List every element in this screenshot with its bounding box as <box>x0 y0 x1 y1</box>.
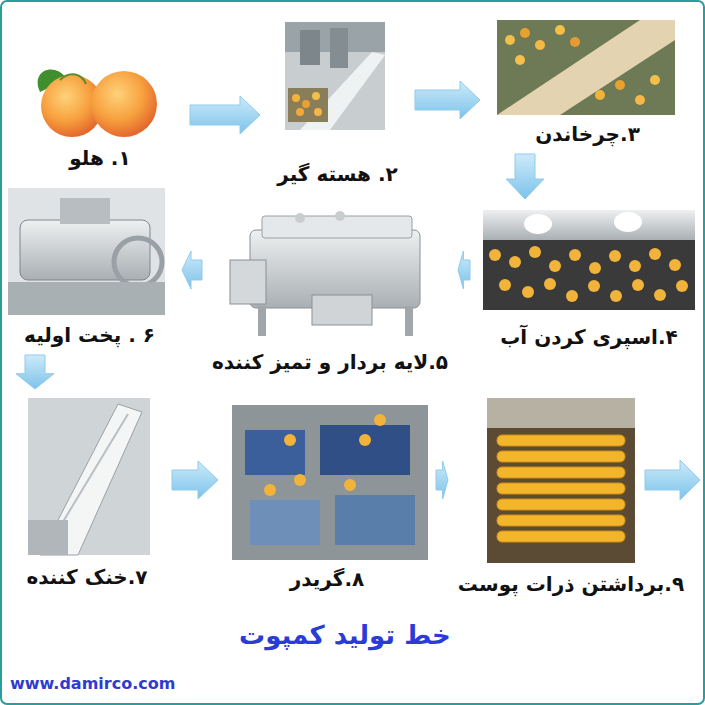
step-caption: ۶ . پخت اولیه <box>3 321 176 349</box>
grader-photo <box>232 405 428 560</box>
peel-removal-photo <box>487 398 635 563</box>
step-caption: ۲. هسته گیر <box>266 160 409 188</box>
pitting-photo <box>285 22 385 130</box>
flow-arrow <box>458 251 470 289</box>
flow-arrow <box>415 81 480 119</box>
tail-arrow <box>645 460 700 500</box>
cooler-photo <box>28 398 150 555</box>
rotating-photo <box>497 20 675 115</box>
flow-arrow <box>436 461 448 499</box>
process-step: ۵.لایه بردار و تمیز کننده <box>208 200 452 376</box>
process-step: ۳.چرخاندن <box>486 18 689 148</box>
diagram-title: خط تولید کمپوت <box>239 620 451 650</box>
process-step: ۱. هلو <box>16 60 184 172</box>
step-caption: ۳.چرخاندن <box>486 120 689 148</box>
step-caption: ۹.برداشتن ذرات پوست <box>454 570 688 598</box>
step-caption: ۵.لایه بردار و تمیز کننده <box>208 348 452 376</box>
peach-picture <box>38 70 157 137</box>
flow-arrow <box>172 461 218 499</box>
step-caption: ۷.خنک کننده <box>8 563 166 591</box>
blanching-photo <box>8 188 165 315</box>
flow-arrow <box>190 96 260 134</box>
process-step: ۷.خنک کننده <box>8 395 166 591</box>
flow-arrow <box>182 251 202 289</box>
process-step: ۲. هسته گیر <box>266 20 409 188</box>
step-caption: ۱. هلو <box>16 144 184 172</box>
step-caption: ۸.گریدر <box>224 565 430 593</box>
flow-arrow <box>16 355 54 389</box>
flow-arrow <box>506 154 544 199</box>
process-step: ۴.اسپری کردن آب <box>476 205 702 351</box>
website-label: www.damirco.com <box>10 674 175 693</box>
step-caption: ۴.اسپری کردن آب <box>476 323 702 351</box>
peeler-machine <box>230 211 420 336</box>
process-step: ۹.برداشتن ذرات پوست <box>454 395 688 598</box>
process-step: ۶ . پخت اولیه <box>3 185 176 349</box>
process-step: ۸.گریدر <box>224 400 430 593</box>
spray-photo <box>483 210 695 310</box>
